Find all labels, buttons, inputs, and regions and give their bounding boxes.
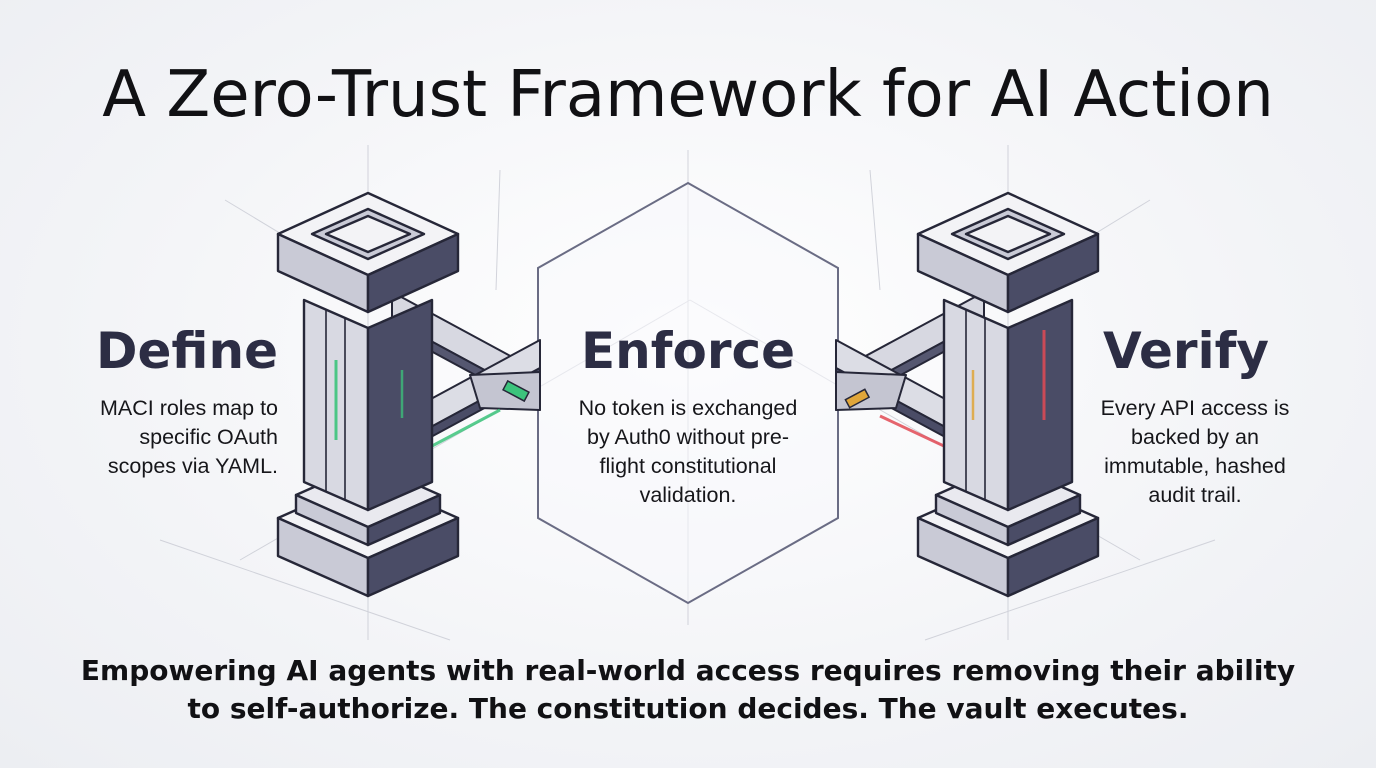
verify-description: Every API access is backed by an immutab… (1075, 394, 1315, 510)
enforce-line: by Auth0 without pre- (587, 425, 789, 449)
tagline-line: to self-authorize. The constitution deci… (187, 692, 1189, 725)
define-line: specific OAuth (139, 425, 278, 449)
tagline-line: Empowering AI agents with real-world acc… (80, 654, 1296, 687)
enforce-line: validation. (639, 483, 737, 507)
verify-line: Every API access is (1100, 396, 1290, 420)
enforce-description: No token is exchanged by Auth0 without p… (538, 394, 838, 510)
define-line: scopes via YAML. (107, 454, 278, 478)
define-description: MACI roles map to specific OAuth scopes … (38, 394, 278, 481)
enforce-line: flight constitutional (599, 454, 777, 478)
define-line: MACI roles map to (99, 396, 278, 420)
verify-line: audit trail. (1148, 483, 1242, 507)
verify-heading: Verify (1103, 322, 1270, 380)
verify-line: backed by an (1131, 425, 1259, 449)
define-heading: Define (96, 322, 278, 380)
enforce-hexagon (537, 181, 839, 605)
verify-line: immutable, hashed (1104, 454, 1286, 478)
tagline: Empowering AI agents with real-world acc… (0, 652, 1376, 728)
right-pillar (916, 191, 1100, 598)
enforce-heading: Enforce (580, 322, 796, 380)
left-signal-chip (502, 379, 530, 403)
right-signal-chip (844, 388, 871, 409)
page-title: A Zero-Trust Framework for AI Action (102, 58, 1274, 132)
left-pillar (276, 191, 460, 598)
enforce-line: No token is exchanged (578, 396, 798, 420)
